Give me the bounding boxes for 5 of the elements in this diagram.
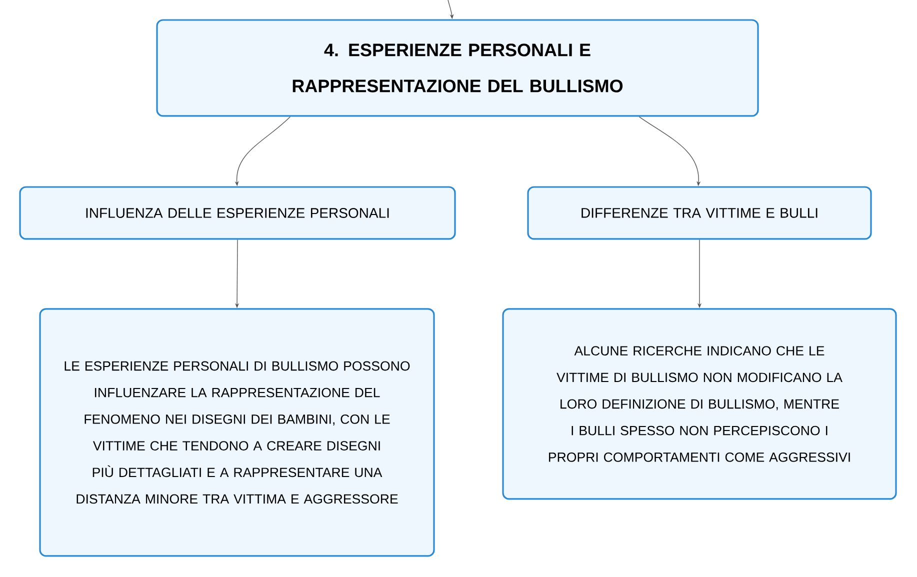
topic-box: ALCUNE RICERCHE INDICANO CHE LE VITTIME DI BULLISMO NON MODIFICANO LA LORO DEFINIZIONE DI BULLISMO, MENTRE I BULLI SPESSO NON PERCEPISCONO I PROPRI COMPORTAMENTI COME AGGRESSIVI (502, 308, 897, 500)
topic-box: LE ESPERIENZE PERSONALI DI BULLISMO POSSONO INFLUENZARE LA RAPPRESENTAZIONE DEL FENOMENO NEI DISEGNI DEI BAMBINI, CON LE VITTIME CHE TENDONO A CREARE DISEGNI PIÙ DETTAGLIATI E A RAPPRESENTARE UNA DISTANZA MINORE TRA VITTIMA E AGGRESSORE (39, 308, 435, 557)
topic-box: DIFFERENZE TRA VITTIME E BULLI (527, 186, 872, 240)
topic-box: 4. ESPERIENZE PERSONALI E RAPPRESENTAZIONE DEL BULLISMO (156, 19, 759, 117)
topic-box: INFLUENZA DELLE ESPERIENZE PERSONALI (19, 186, 456, 240)
